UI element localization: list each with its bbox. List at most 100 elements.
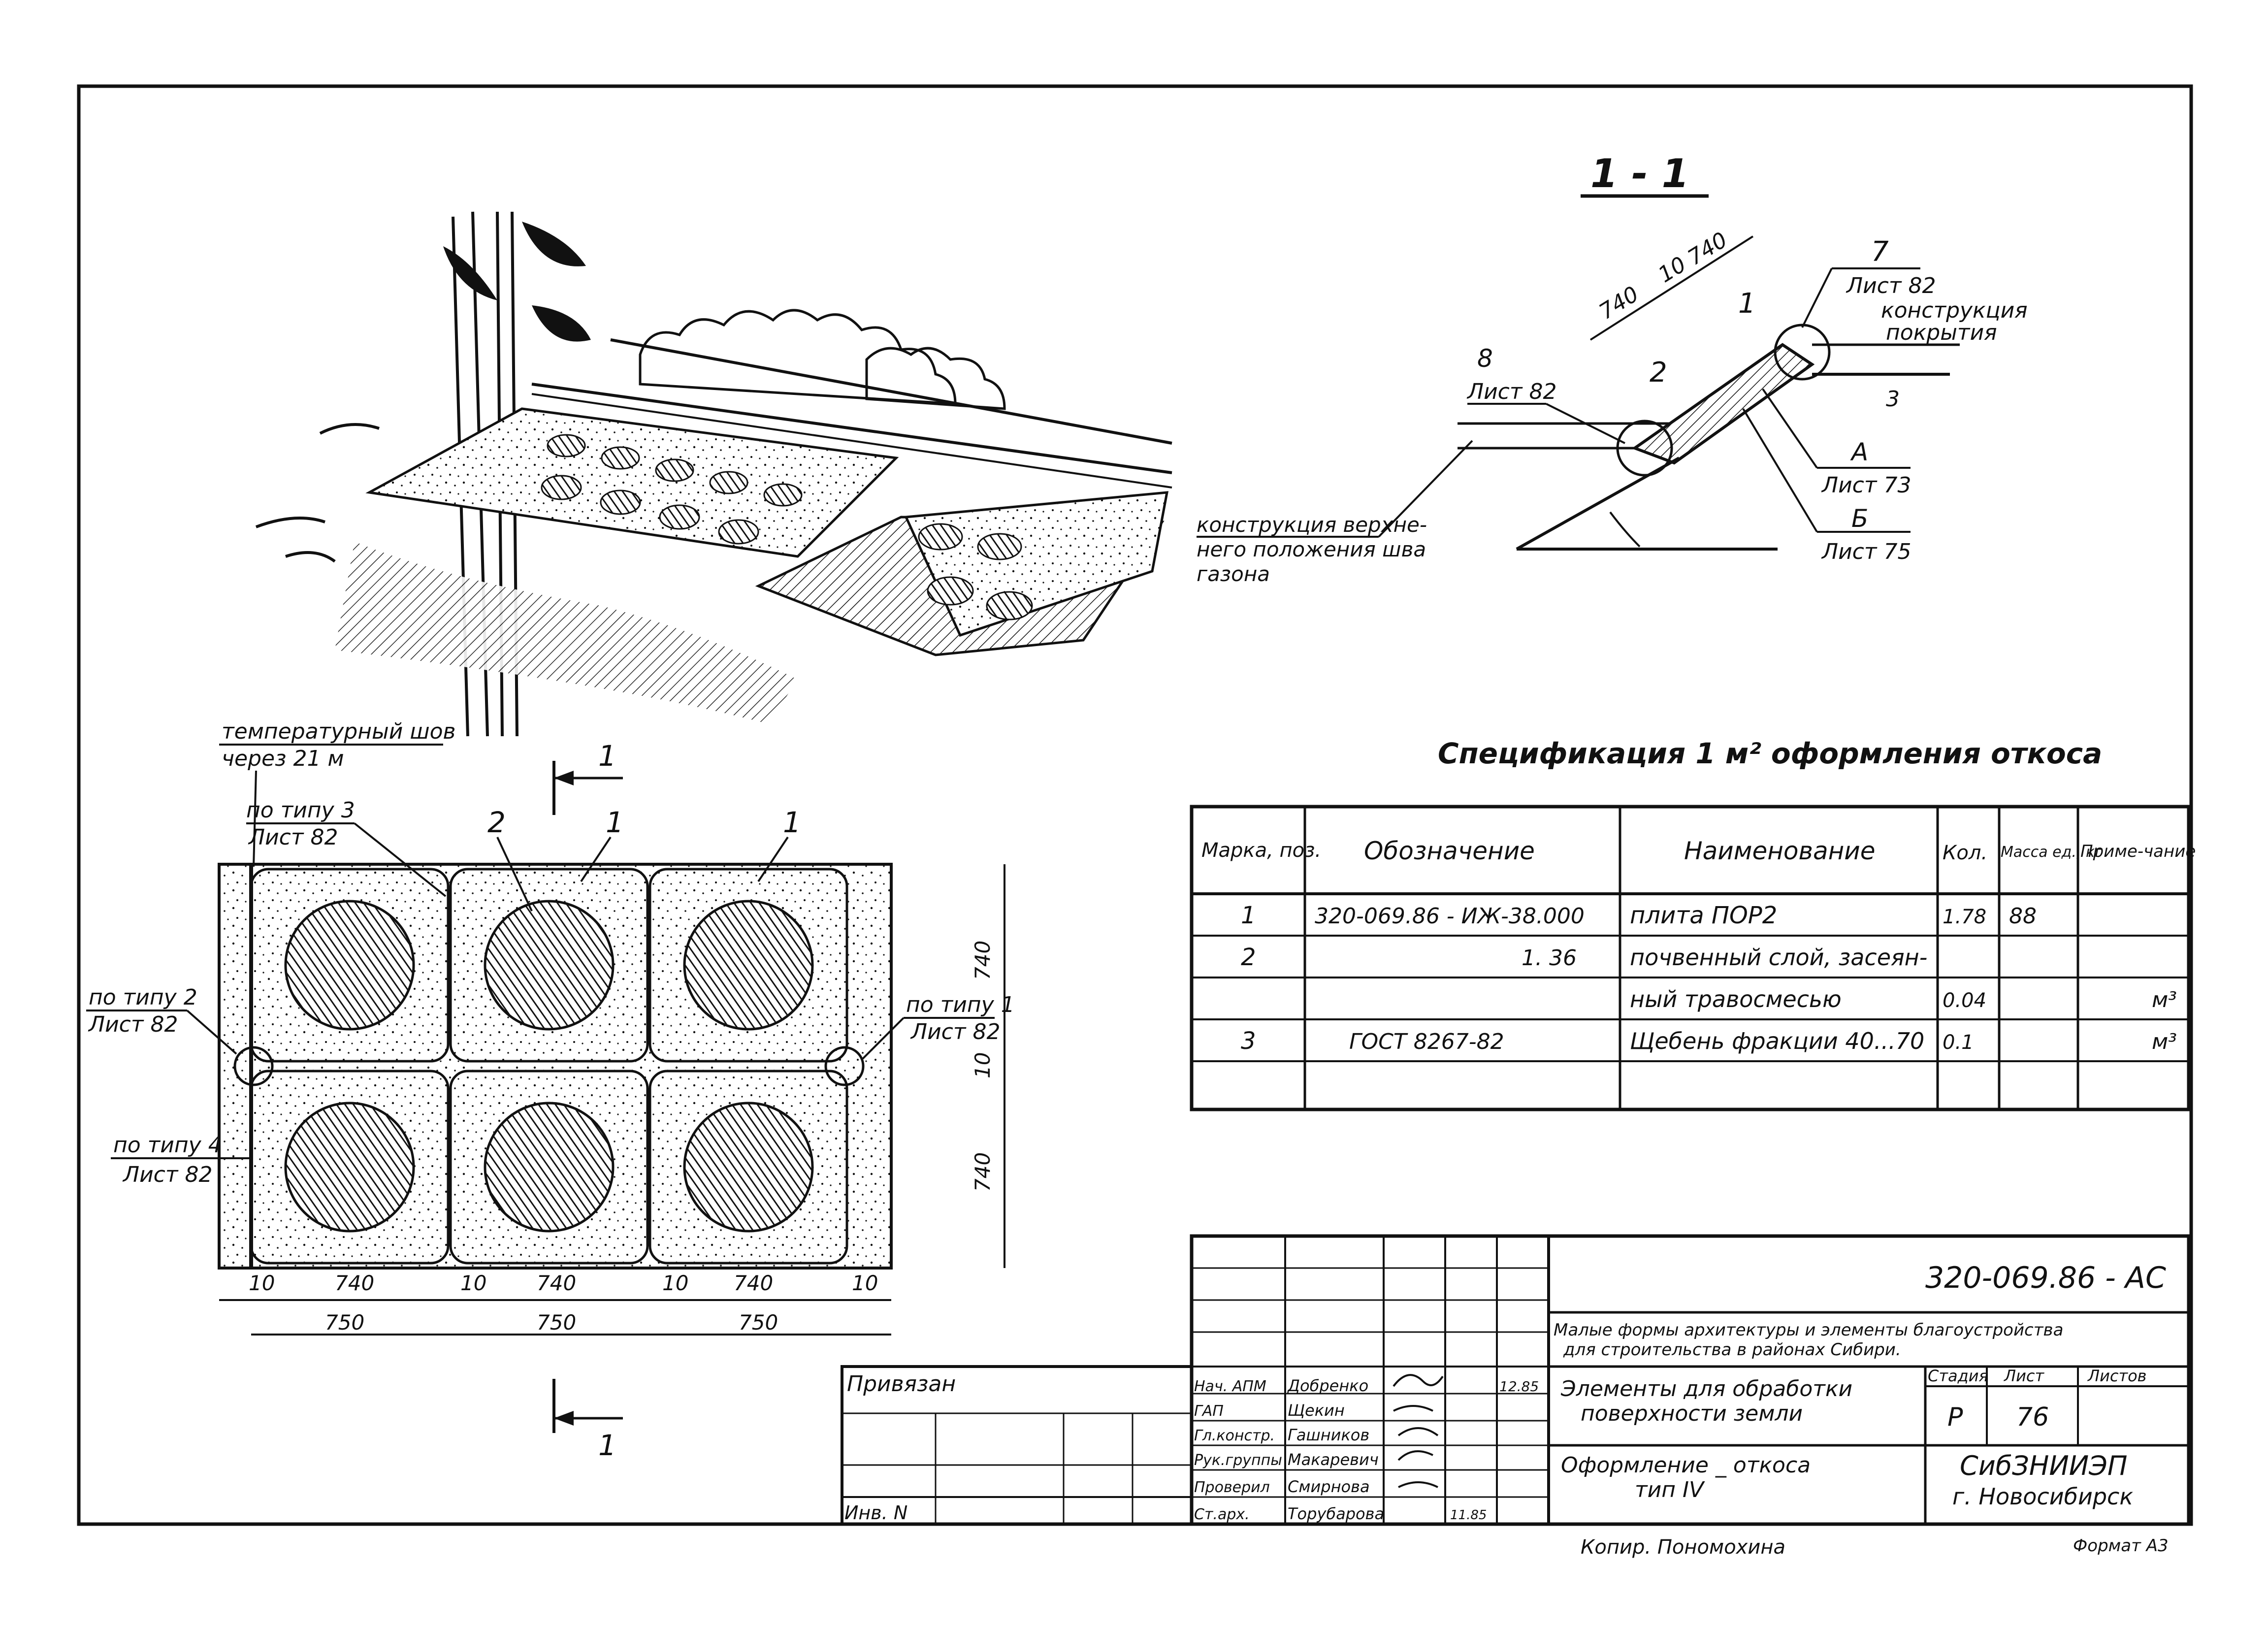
plan-view: температурный шов через 21 м по типу 3 Л… <box>86 719 1015 1336</box>
svg-text:740: 740 <box>335 1271 374 1295</box>
svg-text:Лист: Лист <box>2004 1367 2044 1385</box>
svg-text:2: 2 <box>1650 357 1667 389</box>
section-view: 1 - 1 740 10 740 7 Лист 82 конструкция п… <box>1197 151 2028 586</box>
svg-text:Лист 82: Лист 82 <box>910 1019 1000 1044</box>
svg-text:1.78: 1.78 <box>1943 906 1986 928</box>
svg-text:по типу 2: по типу 2 <box>89 985 197 1010</box>
svg-text:740: 740 <box>537 1271 576 1295</box>
svg-text:Обозначение: Обозначение <box>1364 837 1535 865</box>
specification: Спецификация 1 м² оформления откоса Марк… <box>1190 737 2196 1111</box>
svg-text:10: 10 <box>1654 252 1691 288</box>
svg-text:1: 1 <box>598 1429 616 1462</box>
svg-text:3: 3 <box>1886 387 1900 412</box>
svg-text:Щекин: Щекин <box>1288 1401 1345 1420</box>
svg-text:конструкция: конструкция <box>1881 298 2028 323</box>
section-mark-bottom: 1 <box>552 1379 623 1462</box>
svg-text:1: 1 <box>606 806 624 839</box>
svg-text:740: 740 <box>1684 228 1732 271</box>
svg-text:Б: Б <box>1851 504 1868 533</box>
svg-text:Листов: Листов <box>2087 1367 2147 1385</box>
svg-text:Ст.арх.: Ст.арх. <box>1194 1506 1250 1523</box>
svg-text:Проверил: Проверил <box>1194 1479 1270 1496</box>
svg-text:740: 740 <box>734 1271 773 1295</box>
svg-text:750: 750 <box>537 1310 576 1335</box>
svg-text:через 21 м: через 21 м <box>222 746 344 771</box>
svg-text:1: 1 <box>598 739 616 773</box>
svg-text:Копир. Пономохина: Копир. Пономохина <box>1581 1536 1785 1559</box>
svg-text:2: 2 <box>1241 944 1256 971</box>
svg-text:покрытия: покрытия <box>1886 320 1997 345</box>
svg-text:10: 10 <box>852 1271 878 1295</box>
svg-text:1: 1 <box>783 806 801 839</box>
svg-text:газона: газона <box>1197 562 1270 586</box>
svg-text:Гл.констр.: Гл.констр. <box>1194 1427 1275 1444</box>
svg-text:Кол.: Кол. <box>1943 842 1987 864</box>
svg-text:750: 750 <box>739 1310 778 1335</box>
svg-text:Масса ед., кг: Масса ед., кг <box>2001 844 2103 861</box>
svg-text:Приме-чание: Приме-чание <box>2080 842 2196 861</box>
svg-text:м³: м³ <box>2152 1029 2177 1054</box>
svg-text:Лист 75: Лист 75 <box>1821 539 1911 564</box>
drawing-code: 320-069.86 - АС <box>1925 1261 2166 1295</box>
svg-text:10: 10 <box>662 1271 688 1295</box>
svg-text:Элементы для обработки: Элементы для обработки <box>1560 1376 1852 1401</box>
svg-text:Наименование: Наименование <box>1684 837 1876 865</box>
svg-text:ГАП: ГАП <box>1194 1402 1224 1420</box>
svg-text:0.04: 0.04 <box>1943 989 1986 1012</box>
svg-text:А: А <box>1850 438 1868 466</box>
svg-text:11.85: 11.85 <box>1450 1508 1487 1523</box>
svg-text:по типу 1: по типу 1 <box>906 992 1015 1017</box>
svg-text:него положения шва: него положения шва <box>1197 537 1426 561</box>
signatures <box>1393 1374 1444 1488</box>
svg-text:1. 36: 1. 36 <box>1522 945 1577 971</box>
svg-text:740: 740 <box>971 941 995 980</box>
svg-text:Инв. N: Инв. N <box>844 1502 907 1524</box>
svg-text:Формат А3: Формат А3 <box>2073 1536 2169 1556</box>
svg-text:температурный шов: температурный шов <box>222 719 455 744</box>
svg-text:поверхности земли: поверхности земли <box>1581 1401 1803 1426</box>
svg-text:плита ПОР2: плита ПОР2 <box>1630 902 1777 929</box>
svg-text:10: 10 <box>249 1271 275 1295</box>
svg-text:г. Новосибирск: г. Новосибирск <box>1952 1483 2133 1510</box>
title-block: Привязан Инв. N 320-069.86 - АС Малые фо… <box>841 1234 2191 1559</box>
svg-text:почвенный слой, засеян-: почвенный слой, засеян- <box>1630 944 1927 971</box>
section-mark-top: 1 <box>552 739 623 815</box>
svg-text:8: 8 <box>1477 344 1493 373</box>
svg-text:Лист 82: Лист 82 <box>122 1162 212 1187</box>
svg-text:м³: м³ <box>2152 987 2177 1012</box>
svg-text:Оформление _ откоса: Оформление _ откоса <box>1561 1453 1811 1478</box>
svg-text:Гашников: Гашников <box>1288 1426 1369 1444</box>
svg-text:ный травосмесью: ный травосмесью <box>1630 986 1842 1012</box>
svg-text:СибЗНИИЭП: СибЗНИИЭП <box>1960 1450 2127 1481</box>
svg-text:740: 740 <box>1595 282 1643 325</box>
svg-text:Привязан: Привязан <box>847 1371 956 1397</box>
svg-text:12.85: 12.85 <box>1499 1378 1539 1395</box>
svg-text:88: 88 <box>2009 904 2037 929</box>
svg-text:Лист 82: Лист 82 <box>88 1012 178 1037</box>
svg-text:Марка, поз.: Марка, поз. <box>1201 839 1321 862</box>
svg-text:Смирнова: Смирнова <box>1288 1477 1370 1496</box>
svg-text:320-069.86 - ИЖ-38.000: 320-069.86 - ИЖ-38.000 <box>1315 904 1585 929</box>
svg-text:7: 7 <box>1871 236 1889 268</box>
svg-text:3: 3 <box>1241 1027 1256 1055</box>
svg-text:10: 10 <box>460 1271 486 1295</box>
svg-text:2: 2 <box>487 806 506 839</box>
svg-text:Лист 73: Лист 73 <box>1821 473 1911 498</box>
svg-text:Р: Р <box>1947 1402 1963 1432</box>
svg-text:для строительства в районах Си: для строительства в районах Сибири. <box>1563 1340 1901 1360</box>
svg-text:Нач. АПМ: Нач. АПМ <box>1194 1378 1266 1395</box>
svg-text:740: 740 <box>971 1152 995 1192</box>
svg-text:Макаревич: Макаревич <box>1288 1450 1379 1469</box>
svg-text:Стадия: Стадия <box>1928 1367 1988 1385</box>
svg-text:Торубарова: Торубарова <box>1288 1504 1384 1523</box>
svg-text:по типу 4: по типу 4 <box>113 1133 222 1158</box>
svg-text:тип IV: тип IV <box>1635 1477 1705 1502</box>
svg-text:Лист 82: Лист 82 <box>1846 273 1936 298</box>
svg-text:Рук.группы: Рук.группы <box>1194 1452 1282 1469</box>
svg-text:Лист 82: Лист 82 <box>248 825 338 850</box>
svg-text:ГОСТ 8267-82: ГОСТ 8267-82 <box>1349 1029 1504 1054</box>
svg-text:Добренко: Добренко <box>1287 1376 1368 1395</box>
section-title: 1 - 1 <box>1590 151 1689 196</box>
svg-text:0.1: 0.1 <box>1943 1031 1974 1054</box>
